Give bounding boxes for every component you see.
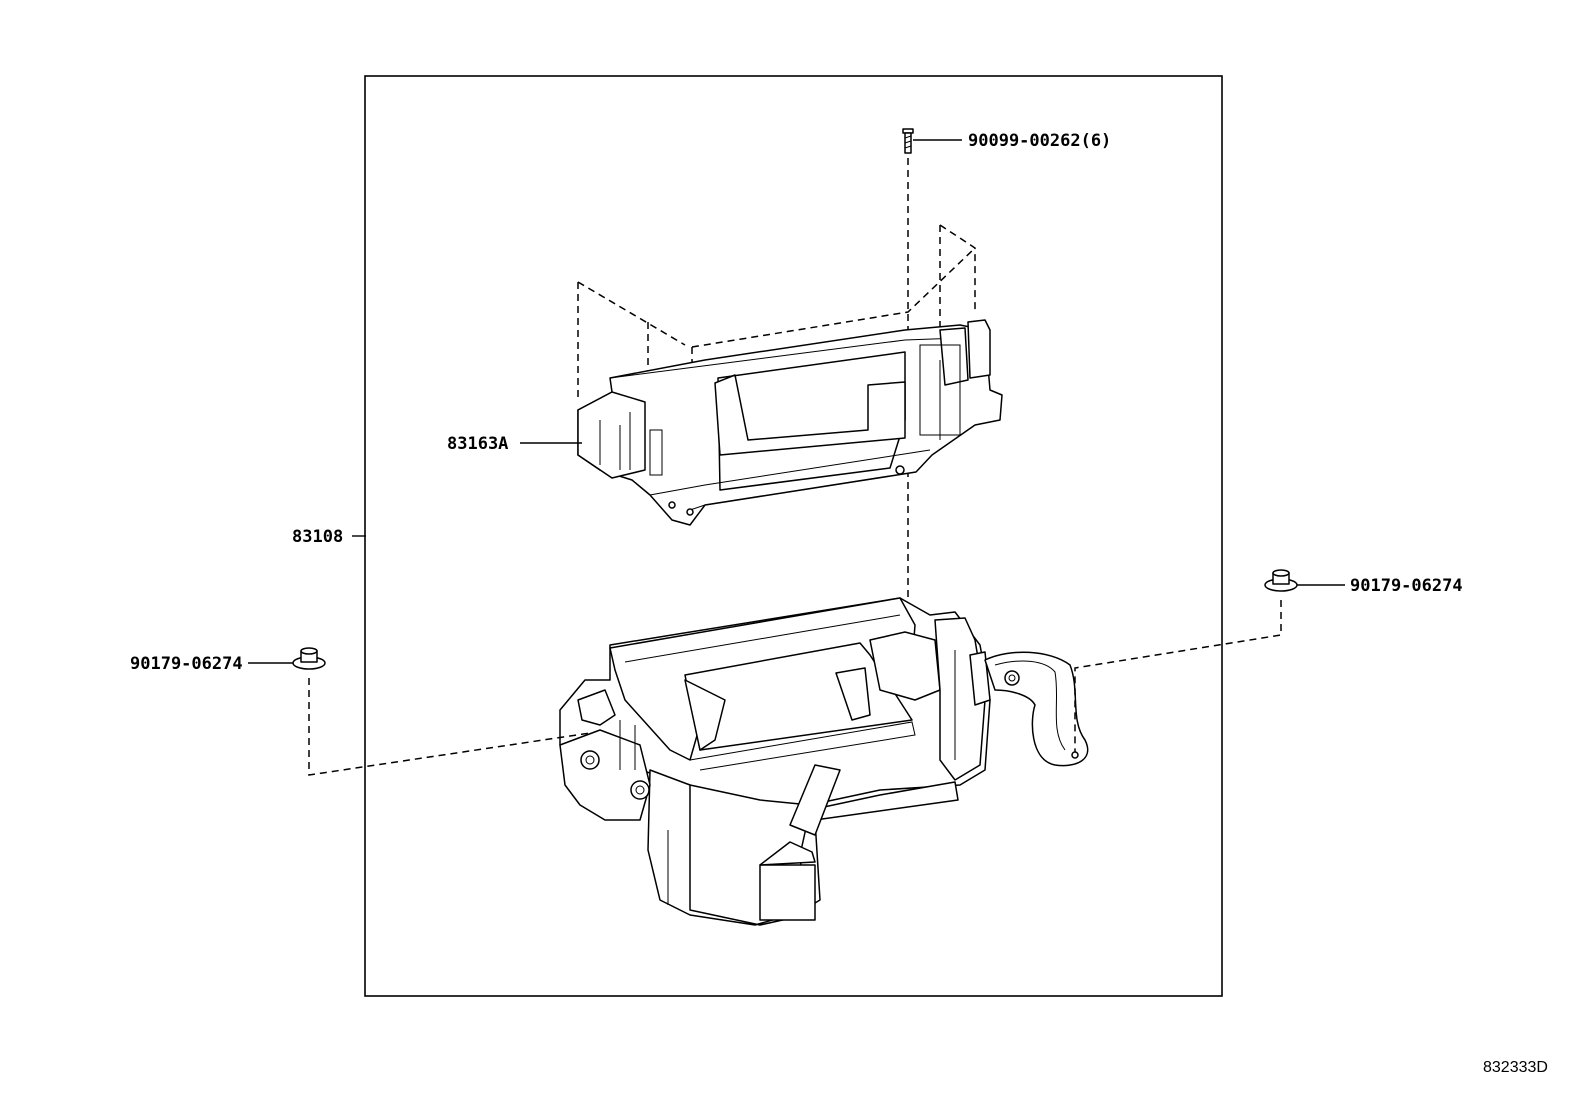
upper-case-part: [577, 224, 1003, 526]
nut-right-path: [1074, 600, 1282, 752]
lower-case-part: [559, 597, 1089, 926]
drawing-id: 832333D: [1483, 1059, 1548, 1076]
screw-icon: [902, 128, 914, 154]
callout-assembly: 83108: [292, 527, 343, 547]
callout-upper-case: 83163A: [447, 434, 508, 454]
nut-left-path: [308, 678, 591, 776]
callout-nut-left: 90179-06274: [130, 654, 243, 674]
nut-left-icon: [292, 647, 326, 670]
callout-nut-right: 90179-06274: [1350, 576, 1463, 596]
callout-screw: 90099-00262(6): [968, 131, 1111, 151]
nut-right-icon: [1264, 569, 1298, 592]
